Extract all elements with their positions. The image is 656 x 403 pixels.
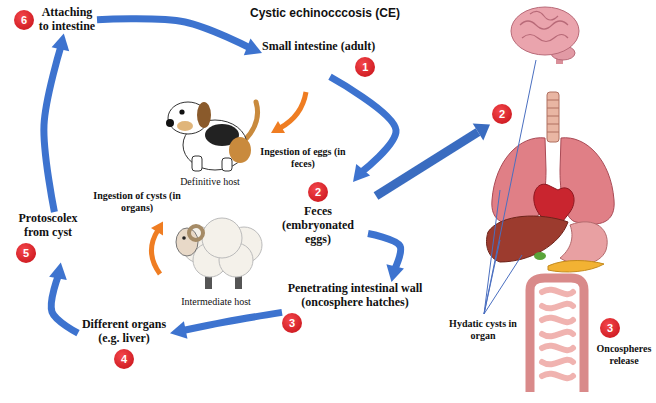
sheep-wool <box>202 218 242 258</box>
arrow-head <box>473 124 490 141</box>
arrow-shaft <box>280 92 306 128</box>
small-intestine <box>542 290 573 379</box>
cerebrum <box>511 7 579 55</box>
diagram-title: Cystic echinocccosis (CE) <box>225 6 425 20</box>
stage-node: Different organs (e.g. liver) 4 <box>78 318 170 369</box>
gallbladder <box>534 252 546 260</box>
arrow-shaft <box>97 19 251 49</box>
callout-number: 5 <box>16 243 36 263</box>
callout-number: 6 <box>14 10 34 30</box>
callout-number: 3 <box>600 318 620 338</box>
trachea <box>547 92 559 142</box>
cycle-arrow <box>97 19 262 55</box>
stage-label: Different organs (e.g. liver) <box>78 318 170 346</box>
arrow-head <box>151 222 163 236</box>
callout-number: 1 <box>355 57 375 77</box>
leader-line <box>484 255 522 314</box>
callout-number: 2 <box>308 182 328 202</box>
large-intestine <box>530 278 584 392</box>
leader-line <box>484 60 536 314</box>
brain <box>511 7 579 64</box>
dog-leg <box>192 156 202 171</box>
dog-leg <box>222 158 232 171</box>
stage-node: Small intestine (adult) 1 <box>262 40 375 77</box>
arrow-head <box>244 39 262 56</box>
arrow-shaft <box>330 77 396 173</box>
arrow-head <box>52 34 70 52</box>
organs <box>487 92 615 392</box>
sheep-head <box>176 228 198 256</box>
leader-line <box>484 190 500 314</box>
orange-arrow <box>151 222 163 275</box>
figure-label: Ingestion of eggs (in feces) <box>260 146 346 169</box>
arrow-head <box>386 264 404 282</box>
arrow-shaft <box>368 234 401 271</box>
dog-figure <box>166 102 258 171</box>
leader-line <box>484 240 500 314</box>
leader-lines <box>484 60 536 314</box>
stage-node: Attaching to intestine6 <box>14 6 97 34</box>
cycle-arrow <box>44 34 69 212</box>
arrow-head <box>170 321 187 339</box>
arrow-shaft <box>151 230 160 274</box>
liver <box>487 216 569 262</box>
callout-number: 4 <box>114 349 134 369</box>
stage-label: Feces (embryonated eggs) <box>268 205 368 246</box>
dog-ear <box>197 102 211 128</box>
dog-eye <box>179 109 184 114</box>
stomach <box>560 222 607 264</box>
figure-label: Ingestion of cysts (in organs) <box>92 190 182 213</box>
arrow-shaft <box>44 45 61 212</box>
stage-node: Feces (embryonated eggs) 2 <box>268 182 368 246</box>
cycle-arrow <box>330 77 396 182</box>
arrow-shaft <box>51 274 78 333</box>
stage-label: Protoscolex from cyst <box>16 212 80 240</box>
cycle-arrow <box>368 234 404 282</box>
callout-number: 2 <box>492 104 512 124</box>
figure-label: Intermediate host <box>170 296 262 308</box>
arrow-head <box>49 263 67 280</box>
stage-label: Small intestine (adult) <box>262 40 375 54</box>
dog-cheek <box>177 121 193 131</box>
dog-nose <box>166 119 174 127</box>
cycle-arrow <box>170 312 282 338</box>
arrow-head <box>353 164 370 182</box>
cycle-arrow <box>49 263 78 334</box>
stage-label: Attaching to intestine <box>37 6 97 34</box>
stage-node: Penetrating intestinal wall (oncosphere … <box>282 282 428 333</box>
stage-node: Protoscolex from cyst 5 <box>16 212 80 263</box>
sheep-figure <box>176 218 262 289</box>
brain-folds <box>520 11 568 41</box>
callout-number: 3 <box>282 313 302 333</box>
dog-tail <box>245 102 258 140</box>
orange-arrow <box>271 92 306 133</box>
figure-label: Hydatic cysts in organ <box>446 318 520 341</box>
dog-patch <box>229 137 251 163</box>
sheep-eye <box>182 236 186 240</box>
arrow-head <box>271 121 285 133</box>
pancreas <box>548 261 604 273</box>
figure-label: Definitive host <box>175 176 245 188</box>
arrow-shaft <box>182 312 282 330</box>
sheep-horn <box>189 226 203 240</box>
stage-label: Penetrating intestinal wall (oncosphere … <box>282 282 428 310</box>
trachea-rings <box>547 100 559 132</box>
figure-label: Oncospheres release <box>596 343 652 366</box>
